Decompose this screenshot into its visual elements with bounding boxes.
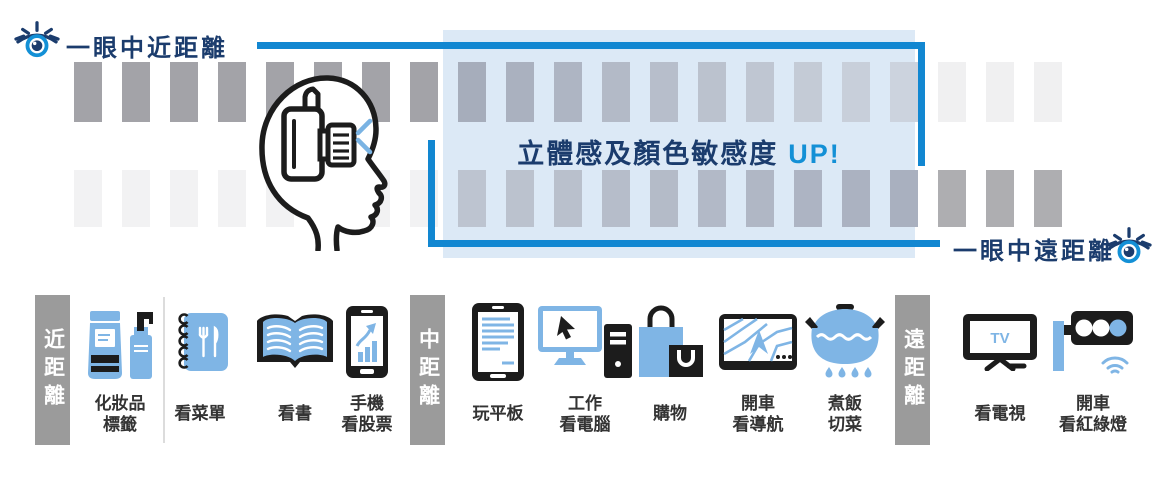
tablet-icon [472,303,524,381]
near-eye-callout: 一眼中近距離 [66,35,228,62]
clarity-bar [1034,62,1062,122]
activity-play-tablet: 玩平板 [450,296,546,448]
group-divider [163,297,165,443]
navigation-icon [719,314,797,370]
traffic-light-icon [1053,311,1133,374]
near-callout-line-horizontal [257,42,925,49]
clarity-bar [602,62,630,122]
activity-cook-chop: 煮飯切菜 [797,296,893,448]
clarity-bar [170,62,198,122]
clarity-bar [938,170,966,227]
activity-shopping: 購物 [622,296,718,448]
clarity-bar [122,170,150,227]
clarity-bar [986,170,1014,227]
clarity-bar [842,62,870,122]
activity-read-book: 看書 [247,296,343,448]
clarity-bar [170,170,198,227]
near-distance-label: 近距離 [35,295,70,445]
near-callout-line-vertical [918,42,925,166]
eye-icon [14,21,60,58]
clarity-bar [458,170,486,227]
activity-phone-stocks: 手機看股票 [319,296,415,448]
cooking-pot-icon [805,304,885,378]
clarity-bar [938,62,966,122]
lens-projector-icon [281,86,373,182]
clarity-bar [410,62,438,122]
far-callout-line-horizontal [428,240,940,247]
clarity-bar [698,170,726,227]
mid-distance-label: 中距離 [410,295,445,445]
clarity-bar [1034,170,1062,227]
computer-icon [538,306,632,378]
cosmetics-icon [88,311,153,379]
far-eye-callout: 一眼中遠距離 [953,238,1115,265]
far-distance-label: 遠距離 [895,295,930,445]
tv-icon: TV [963,314,1037,371]
clarity-bar [218,170,246,227]
up-text: UP! [788,139,841,169]
activity-cosmetics-labels: 化妝品標籤 [72,296,168,448]
activity-watch-tv: TV 看電視 [952,296,1048,448]
clarity-bar [554,62,582,122]
clarity-bar [122,62,150,122]
clarity-bar [506,170,534,227]
svg-text:TV: TV [990,330,1009,347]
clarity-bar [842,170,870,227]
shopping-bags-icon [639,305,703,377]
clarity-bar [890,62,918,122]
clarity-bar [986,62,1014,122]
eye-icon [1106,227,1152,264]
clarity-bar [218,62,246,122]
activity-work-computer: 工作看電腦 [537,296,633,448]
activity-drive-navigation: 開車看導航 [710,296,806,448]
clarity-bar [506,62,534,122]
overlap-box-caption: 立體感及顏色敏感度 UP! [443,132,915,171]
open-book-icon [257,314,333,368]
clarity-bar [602,170,630,227]
far-callout-line-vertical [428,140,435,247]
clarity-bar [890,170,918,227]
clarity-bar [650,170,678,227]
clarity-bar [698,62,726,122]
menu-icon [178,313,228,371]
phone-stock-icon [346,306,388,378]
clarity-bar [74,170,102,227]
activity-drive-traffic-light: 開車看紅綠燈 [1045,296,1141,448]
clarity-bar [554,170,582,227]
activity-read-menu: 看菜單 [152,296,248,448]
clarity-bar [794,62,822,122]
clarity-bar [458,62,486,122]
clarity-bar [746,170,774,227]
clarity-bar [74,62,102,122]
stereo-color-text: 立體感及顏色敏感度 [517,139,779,169]
clarity-bar [650,62,678,122]
head-profile-icon [259,75,388,251]
light-rays-icon [355,118,373,155]
clarity-bar [746,62,774,122]
clarity-bar [794,170,822,227]
